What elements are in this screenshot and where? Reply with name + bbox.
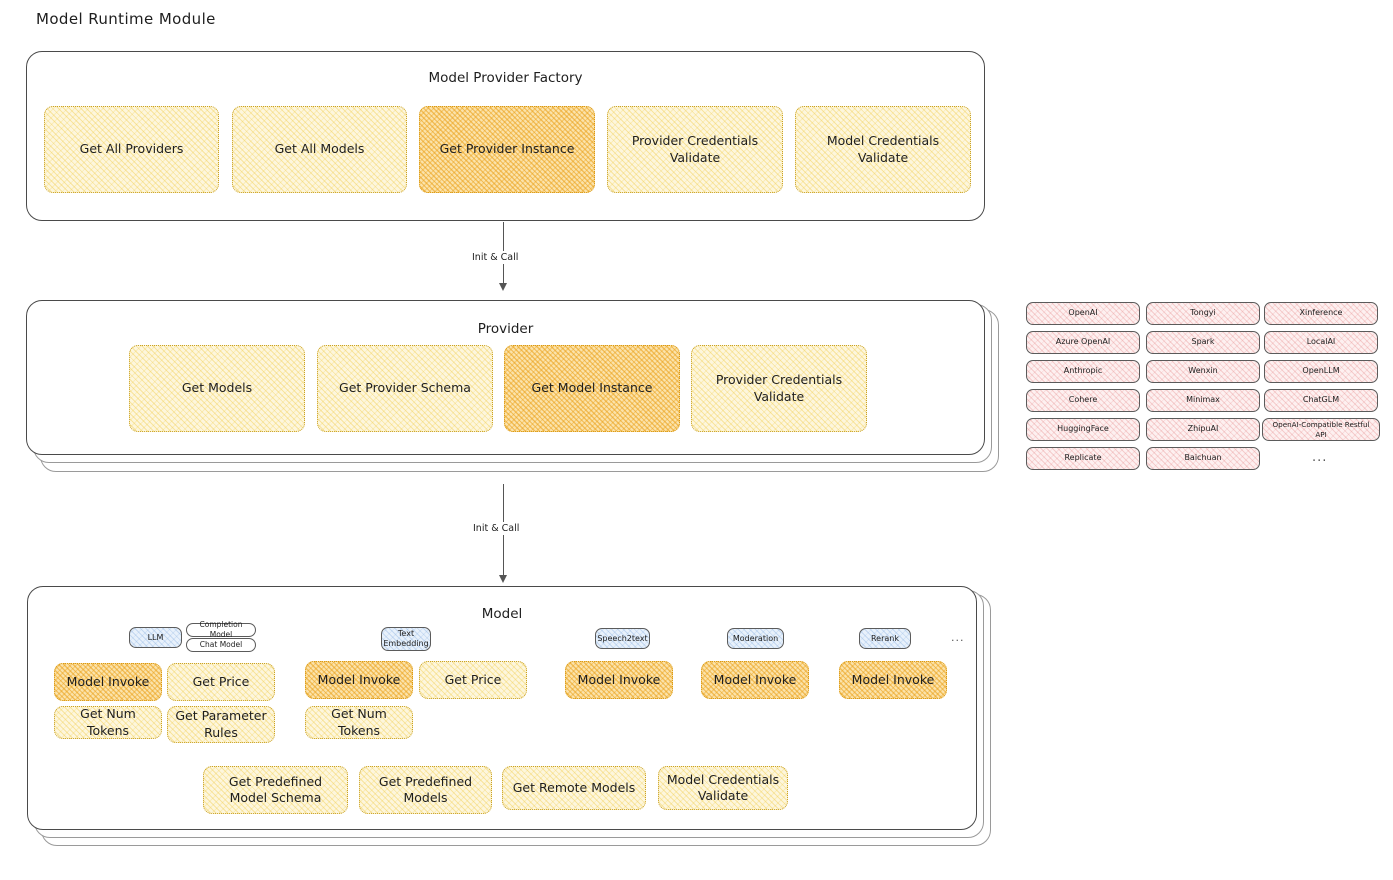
provider-chip-zhipuai[interactable]: ZhipuAI — [1146, 418, 1260, 441]
provider-chip-baichuan[interactable]: Baichuan — [1146, 447, 1260, 470]
provider-title: Provider — [477, 321, 534, 337]
node-get-model-instance[interactable]: Get Model Instance — [504, 345, 680, 432]
arrow-provider-to-model-label: Init & Call — [469, 522, 524, 535]
provider-chip-openai-compatible-restful-api[interactable]: OpenAI-Compatible Restful API — [1262, 418, 1380, 441]
node-speech2text-model-invoke[interactable]: Model Invoke — [565, 661, 673, 699]
node-model-credentials-validate[interactable]: Model Credentials Validate — [795, 106, 971, 193]
node-llm-model-invoke[interactable]: Model Invoke — [54, 663, 162, 701]
provider-chip-minimax[interactable]: Minimax — [1146, 389, 1260, 412]
arrow-factory-to-provider-head — [498, 283, 507, 291]
node-get-all-models[interactable]: Get All Models — [232, 106, 407, 193]
node-get-models[interactable]: Get Models — [129, 345, 305, 432]
node-get-predefined-model-schema[interactable]: Get Predefined Model Schema — [203, 766, 348, 814]
node-provider-credentials-validate-2[interactable]: Provider Credentials Validate — [691, 345, 867, 432]
node-text-embedding-get-price[interactable]: Get Price — [419, 661, 527, 699]
node-text-embedding-get-num-tokens[interactable]: Get Num Tokens — [305, 706, 413, 739]
node-moderation-model-invoke[interactable]: Model Invoke — [701, 661, 809, 699]
node-get-provider-schema[interactable]: Get Provider Schema — [317, 345, 493, 432]
provider-chip-chatglm[interactable]: ChatGLM — [1264, 389, 1378, 412]
node-llm-get-parameter-rules[interactable]: Get Parameter Rules — [167, 706, 275, 743]
provider-chip-openai[interactable]: OpenAI — [1026, 302, 1140, 325]
provider-chip-openllm[interactable]: OpenLLM — [1264, 360, 1378, 383]
node-get-remote-models[interactable]: Get Remote Models — [502, 766, 646, 810]
model-type-moderation[interactable]: Moderation — [727, 628, 784, 649]
model-subtype-completion-model[interactable]: Completion Model — [186, 620, 256, 639]
provider-chip-huggingface[interactable]: HuggingFace — [1026, 418, 1140, 441]
node-get-all-providers[interactable]: Get All Providers — [44, 106, 219, 193]
provider-chip-replicate[interactable]: Replicate — [1026, 447, 1140, 470]
node-provider-credentials-validate[interactable]: Provider Credentials Validate — [607, 106, 783, 193]
provider-chip-cohere[interactable]: Cohere — [1026, 389, 1140, 412]
provider-chip-spark[interactable]: Spark — [1146, 331, 1260, 354]
provider-chip-xinference[interactable]: Xinference — [1264, 302, 1378, 325]
model-type-rerank[interactable]: Rerank — [859, 628, 911, 649]
node-text-embedding-model-invoke[interactable]: Model Invoke — [305, 661, 413, 699]
arrow-provider-to-model-head — [498, 575, 507, 583]
node-get-predefined-models[interactable]: Get Predefined Models — [359, 766, 492, 814]
model-type-text-embedding[interactable]: Text Embedding — [381, 627, 431, 651]
node-llm-get-num-tokens[interactable]: Get Num Tokens — [54, 706, 162, 739]
page-title: Model Runtime Module — [36, 10, 216, 28]
provider-chip-anthropic[interactable]: Anthropic — [1026, 360, 1140, 383]
arrow-factory-to-provider-label: Init & Call — [468, 251, 523, 264]
model-type-llm[interactable]: LLM — [129, 627, 182, 648]
node-llm-get-price[interactable]: Get Price — [167, 663, 275, 701]
model-type-speech2text[interactable]: Speech2text — [595, 628, 650, 649]
provider-list-more-ellipsis: ... — [1312, 450, 1328, 465]
node-model-credentials-validate-2[interactable]: Model Credentials Validate — [658, 766, 788, 810]
model-provider-factory-title: Model Provider Factory — [428, 70, 583, 86]
node-get-provider-instance[interactable]: Get Provider Instance — [419, 106, 595, 193]
model-types-more-ellipsis: ... — [951, 631, 965, 644]
node-rerank-model-invoke[interactable]: Model Invoke — [839, 661, 947, 699]
provider-chip-azure-openai[interactable]: Azure OpenAI — [1026, 331, 1140, 354]
provider-chip-localai[interactable]: LocalAI — [1264, 331, 1378, 354]
provider-chip-wenxin[interactable]: Wenxin — [1146, 360, 1260, 383]
model-title: Model — [481, 606, 523, 622]
model-subtype-chat-model[interactable]: Chat Model — [186, 638, 256, 652]
provider-chip-tongyi[interactable]: Tongyi — [1146, 302, 1260, 325]
